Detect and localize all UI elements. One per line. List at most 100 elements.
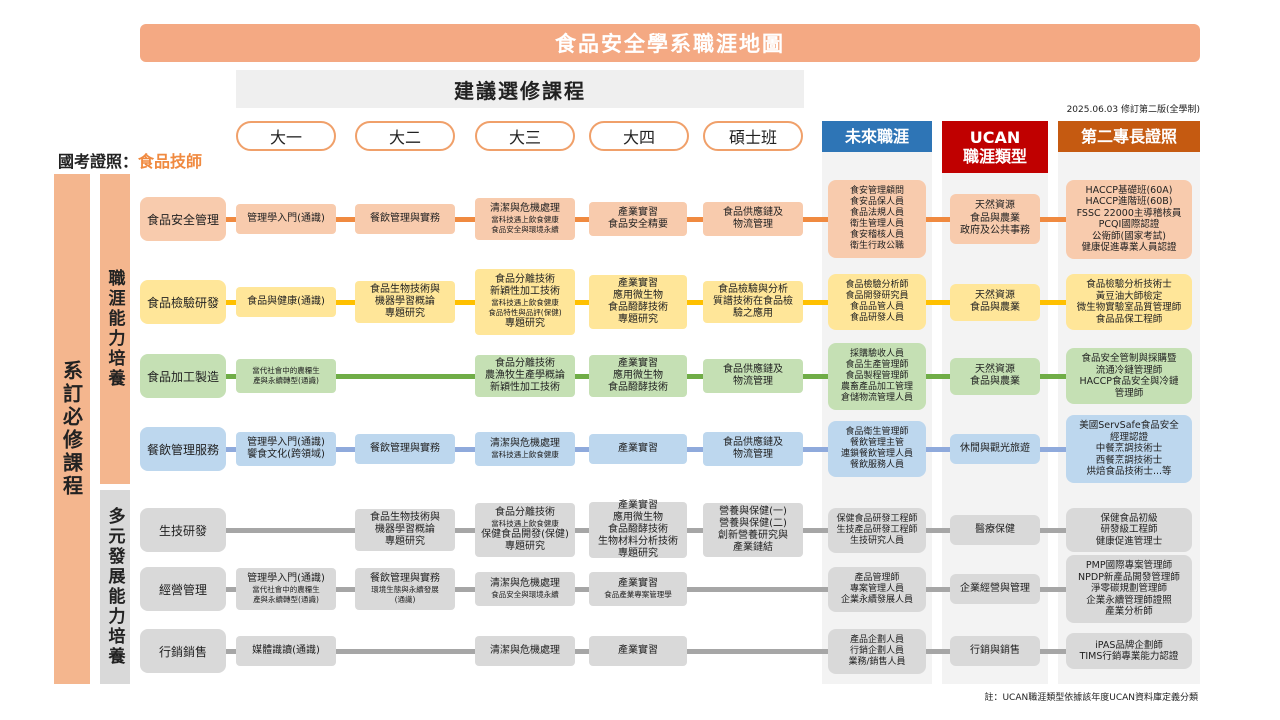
course-line: 產業實習	[618, 443, 658, 454]
course-line: 清潔與危機處理	[490, 578, 560, 589]
career-item: 採購驗收人員	[849, 348, 904, 359]
course-cell: 食品供應鏈及物流管理	[703, 202, 803, 236]
ucan-item: 醫療保健	[975, 523, 1015, 535]
career-item: 農畜產品加工管理	[840, 381, 913, 392]
career-item: 連鎖餐飲管理人員	[840, 449, 913, 459]
ucan-box: 行銷與銷售	[950, 636, 1040, 666]
course-cell: 管理學入門(通識)饗食文化(跨領域)	[236, 432, 336, 466]
course-cell: 清潔與危機處理食品安全與環境永續	[475, 572, 575, 606]
career-item: 業務/銷售人員	[848, 656, 906, 667]
cert-item: 公衛師(國家考試)	[1092, 230, 1166, 242]
course-line: 當代社會中的農糧生	[252, 585, 320, 594]
course-line: 保健食品開發(保健)	[481, 529, 569, 540]
course-cell: 食品分離技術當科技遇上飲食健康保健食品開發(保健)專題研究	[475, 503, 575, 557]
course-line: 應用微生物	[613, 512, 663, 523]
course-cell: 食品供應鏈及物流管理	[703, 432, 803, 466]
course-line: 食品生物技術與	[370, 284, 440, 295]
course-line: 創新營養研究與	[718, 530, 788, 541]
cert-item: 產業分析師	[1105, 606, 1153, 618]
career-box: 食品衛生管理師餐飲管理主管連鎖餐飲管理人員餐飲服務人員	[828, 421, 926, 477]
ucan-box: 休閒與觀光旅遊	[950, 434, 1040, 464]
course-cell: 餐飲管理與實務	[355, 434, 455, 464]
cert-box: 食品檢驗分析技術士黃豆油大師檢定微生物實驗室品質管理師食品品保工程師	[1066, 274, 1192, 330]
career-header: 未來職涯	[822, 121, 932, 152]
masters-pill: 碩士班	[703, 121, 803, 151]
course-cell: 產業實習	[589, 636, 687, 666]
course-line: 專題研究	[618, 548, 658, 559]
ucan-item: 行銷與銷售	[970, 644, 1020, 656]
course-line: 生物材料分析技術	[598, 536, 678, 547]
year-3-pill: 大三	[475, 121, 575, 151]
course-line: 營養與保健(二)	[719, 518, 787, 529]
cert-item: 微生物實驗室品質管理師	[1076, 302, 1182, 313]
required-courses-side: 系訂必修課程	[54, 174, 90, 684]
ucan-item: 天然資源	[975, 289, 1015, 301]
career-box: 食安管理顧問食安品保人員食品法規人員衛生管理人員食安稽核人員衛生行政公職	[828, 180, 926, 258]
career-item: 產品企劃人員	[849, 634, 904, 645]
course-line: 產業鏈結	[733, 542, 773, 553]
category-box: 食品加工製造	[140, 354, 226, 398]
year-4-pill: 大四	[589, 121, 689, 151]
course-line: 產業實習	[618, 207, 658, 218]
cert-header: 第二專長證照	[1058, 121, 1200, 152]
career-item: 食品檢驗分析師	[845, 280, 909, 290]
ucan-header: UCAN 職涯類型	[942, 121, 1048, 173]
course-line: 物流管理	[733, 449, 773, 460]
course-cell: 食品生物技術與機器學習概論專題研究	[355, 281, 455, 323]
cert-item: 烘焙食品技術士...等	[1086, 466, 1172, 478]
course-line: (通識)	[394, 595, 416, 604]
ucan-item: 食品與農業	[970, 376, 1020, 387]
cert-item: FSSC 22000主導稽核員	[1076, 207, 1182, 219]
course-line: 食品產業專案管理學	[604, 590, 672, 599]
course-cell: 食品分離技術新穎性加工技術當科技遇上飲食健康食品特性與品評(保健)專題研究	[475, 269, 575, 335]
course-line: 專題研究	[505, 541, 545, 552]
course-cell: 產業實習應用微生物食品醱酵技術生物材料分析技術專題研究	[589, 500, 687, 559]
career-item: 生技產品研發工程師	[836, 524, 918, 535]
career-item: 餐飲管理主管	[849, 438, 904, 448]
elective-courses-header: 建議選修課程	[236, 70, 804, 108]
course-line: 專題研究	[505, 318, 545, 329]
course-cell: 媒體識讀(通識)	[236, 636, 336, 666]
cert-box: HACCP基礎班(60A)HACCP進階班(60B)FSSC 22000主導稽核…	[1066, 179, 1192, 259]
cert-item: 美國ServSafe食品安全	[1079, 420, 1179, 432]
career-box: 食品檢驗分析師食品開發研究員食品品管人員食品研發人員	[828, 274, 926, 330]
course-line: 產業實習	[618, 500, 658, 511]
course-line: 當科技遇上飲食健康	[491, 215, 559, 224]
course-line: 饗食文化(跨領域)	[247, 449, 325, 460]
career-item: 衛生行政公職	[849, 241, 904, 251]
ucan-item: 企業經營與管理	[960, 582, 1030, 594]
course-line: 新穎性加工技術	[490, 286, 560, 297]
career-box: 保健食品研發工程師生技產品研發工程師生技研究人員	[828, 507, 926, 553]
cert-item: 淨零碳規劃管理師	[1090, 583, 1167, 595]
required-courses-label: 系訂必修課程	[59, 360, 84, 498]
course-line: 應用微生物	[613, 370, 663, 381]
cert-item: iPAS品牌企劃師	[1095, 639, 1163, 651]
career-item: 倉儲物流管理人員	[840, 392, 913, 403]
course-line: 物流管理	[733, 219, 773, 230]
category-box: 食品檢驗研發	[140, 280, 226, 324]
course-cell: 食品與健康(通識)	[236, 287, 336, 317]
course-line: 食品醱酵技術	[608, 302, 668, 313]
ucan-item: 天然資源	[975, 363, 1015, 375]
course-line: 食品安全與環境永續	[491, 590, 559, 599]
course-line: 食品分離技術	[495, 358, 555, 369]
course-line: 當科技遇上飲食健康	[491, 450, 559, 459]
course-cell: 產業實習	[589, 434, 687, 464]
course-cell: 管理學入門(通識)	[236, 204, 336, 234]
course-line: 當科技遇上飲食健康	[491, 298, 559, 307]
ucan-box: 醫療保健	[950, 515, 1040, 545]
course-line: 管理學入門(通識)	[247, 573, 325, 584]
course-line: 產業實習	[618, 278, 658, 289]
cert-item: 食品品保工程師	[1095, 313, 1163, 325]
course-cell: 清潔與危機處理	[475, 636, 575, 666]
national-exam-label: 國考證照：食品技師	[58, 148, 202, 172]
course-cell: 產業實習應用微生物食品醱酵技術專題研究	[589, 275, 687, 329]
course-line: 機器學習概論	[375, 524, 435, 535]
course-line: 質譜技術在食品檢	[713, 296, 793, 307]
course-line: 媒體識讀(通識)	[252, 645, 320, 656]
ucan-box: 天然資源食品與農業政府及公共事務	[950, 194, 1040, 244]
course-line: 食品與健康(通識)	[247, 296, 325, 307]
course-line: 清潔與危機處理	[490, 438, 560, 449]
